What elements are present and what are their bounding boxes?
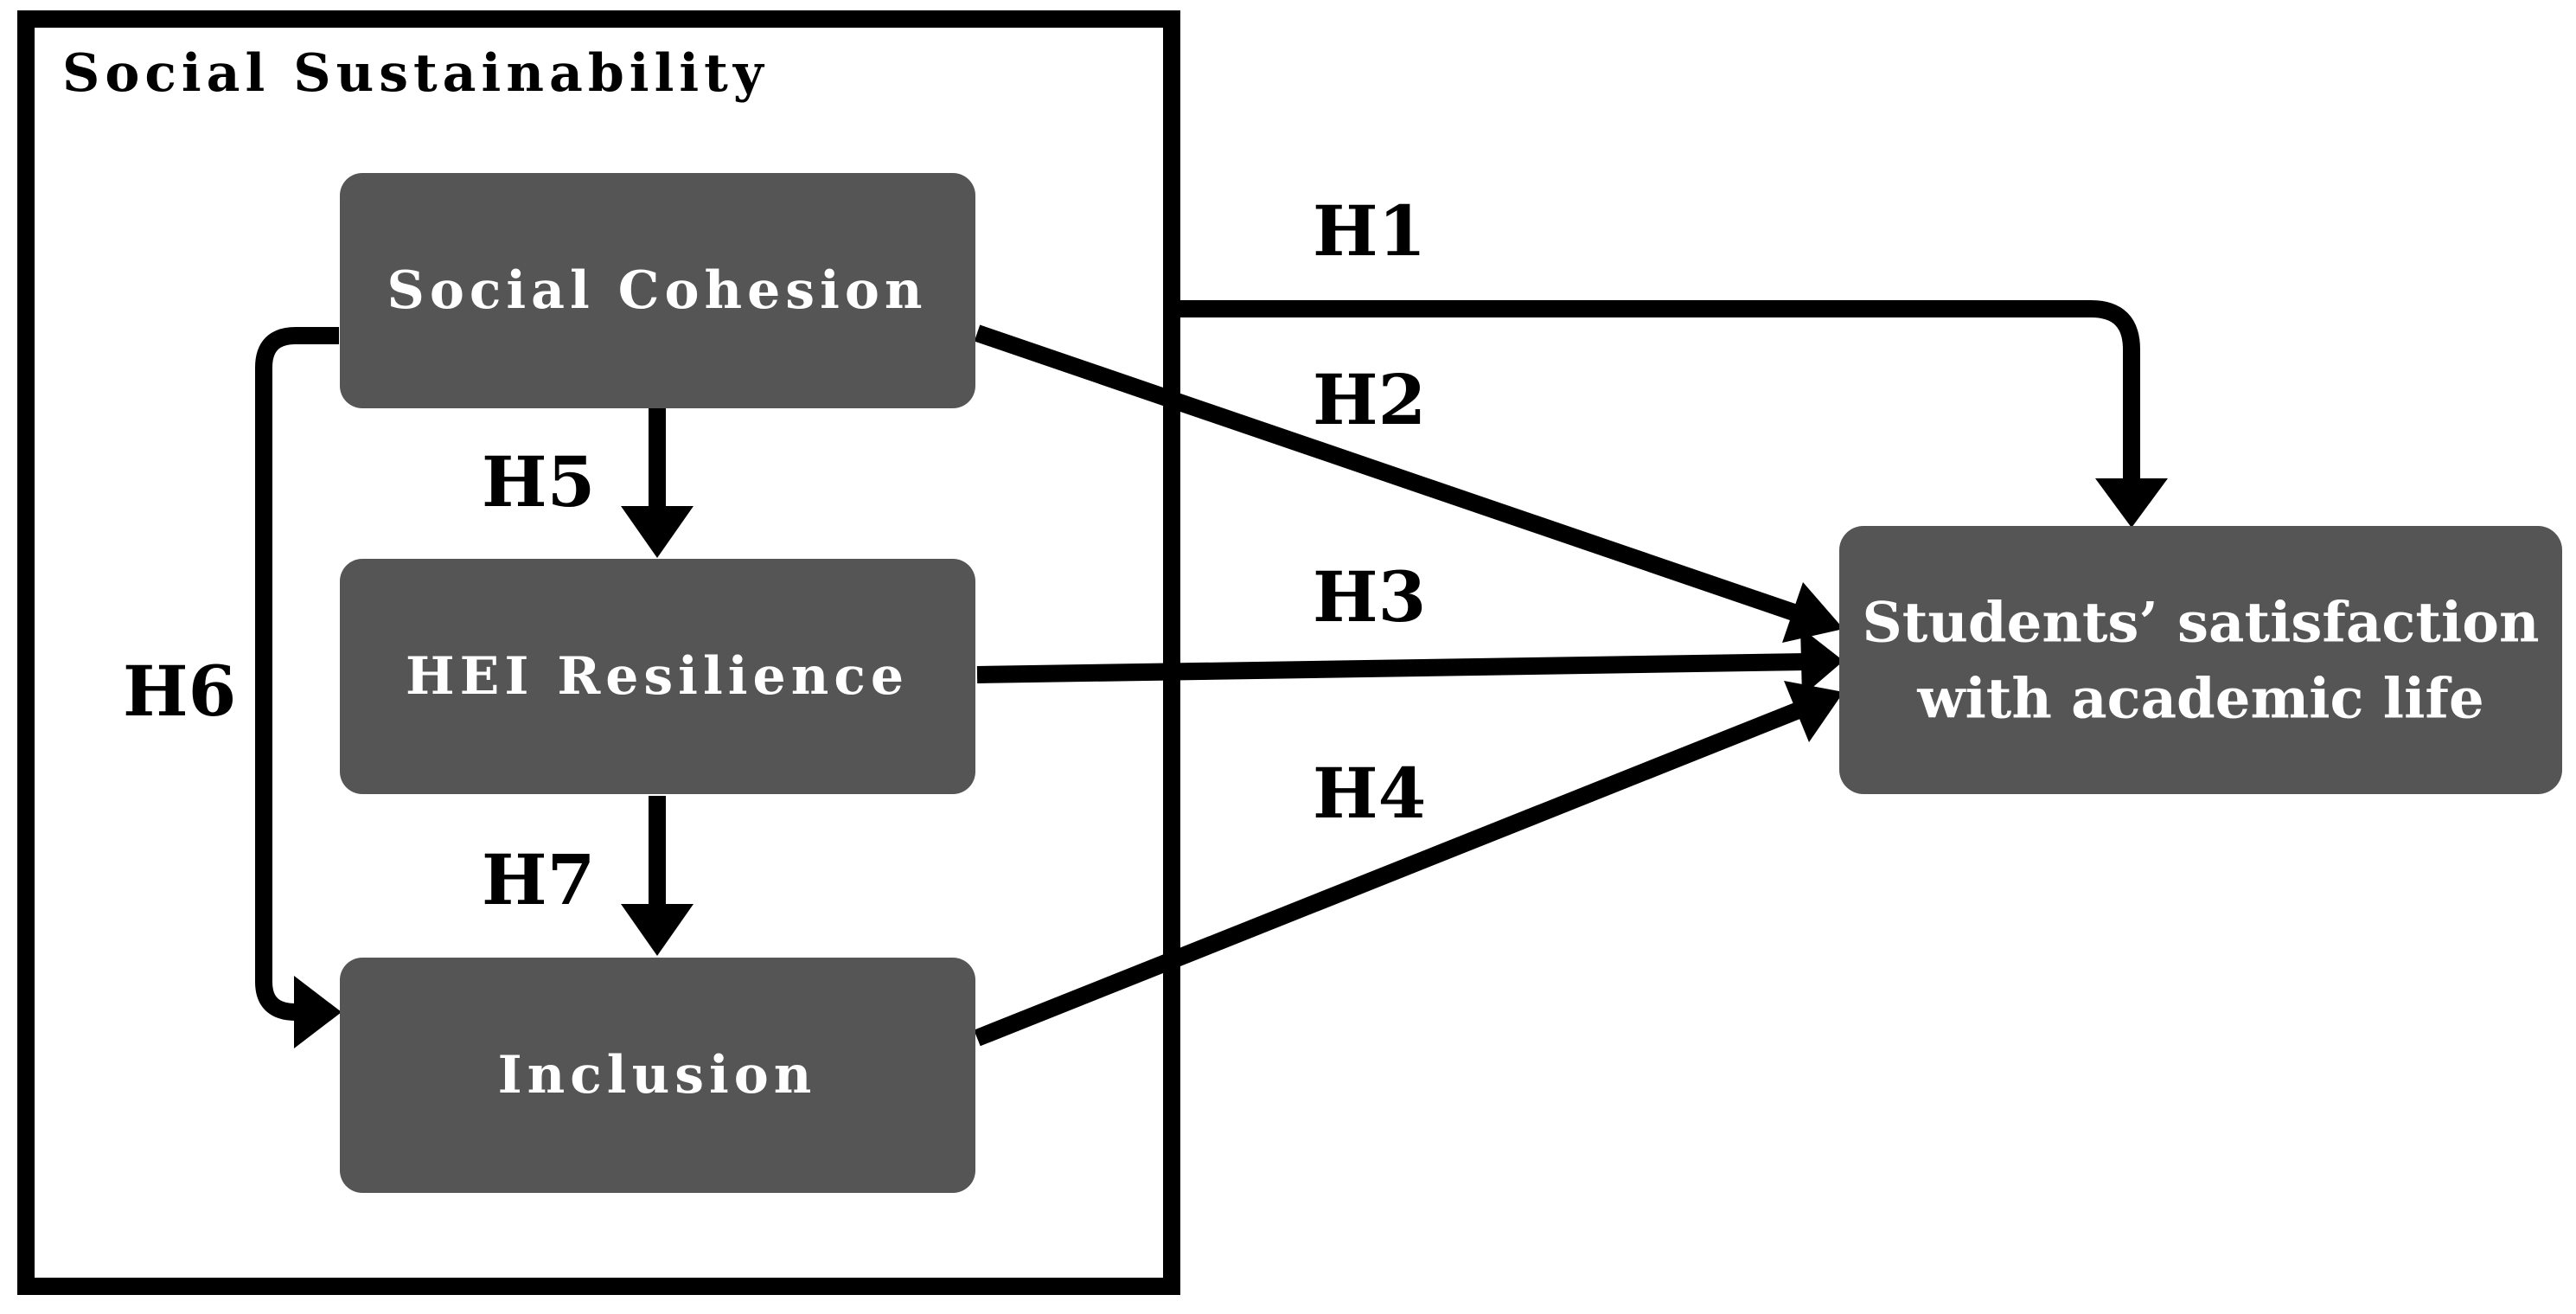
edge-h3: [976, 653, 1808, 683]
edge-h2: [974, 324, 1815, 627]
node-inclusion-label: Inclusion: [498, 1045, 817, 1106]
arrowhead-h7: [621, 904, 694, 956]
node-students-satisfaction: Students’ satisfaction with academic lif…: [1839, 526, 2562, 794]
hypothesis-label-h4: H4: [1313, 753, 1426, 834]
outcome-label-line1: Students’ satisfaction: [1863, 591, 2540, 656]
arrowhead-h2: [1782, 582, 1844, 643]
social-sustainability-frame: [17, 10, 1180, 1295]
node-inclusion: Inclusion: [340, 958, 975, 1193]
hypothesis-label-h5: H5: [482, 441, 595, 522]
arrowhead-h6: [294, 976, 342, 1048]
node-hei-resilience-label: HEI Resilience: [406, 646, 909, 707]
hypothesis-label-h7: H7: [482, 839, 595, 920]
hypothesis-label-h1: H1: [1313, 190, 1426, 272]
arrowhead-h4: [1784, 681, 1844, 742]
arrowhead-h5: [621, 506, 694, 558]
node-social-cohesion: Social Cohesion: [340, 173, 975, 408]
outcome-label-line2: with academic life: [1916, 667, 2483, 732]
hypothesis-label-h2: H2: [1313, 359, 1426, 440]
edge-h6: [255, 327, 339, 1021]
node-hei-resilience: HEI Resilience: [340, 559, 975, 794]
node-social-cohesion-label: Social Cohesion: [387, 260, 927, 321]
social-sustainability-title: Social Sustainability: [62, 43, 769, 104]
edge-h1: [1176, 300, 2140, 484]
edge-h4: [974, 696, 1815, 1047]
arrowhead-h3: [1800, 627, 1844, 696]
hypothesis-label-h3: H3: [1313, 556, 1426, 638]
hypothesis-label-h6: H6: [123, 651, 236, 732]
arrowhead-h1: [2095, 478, 2168, 528]
